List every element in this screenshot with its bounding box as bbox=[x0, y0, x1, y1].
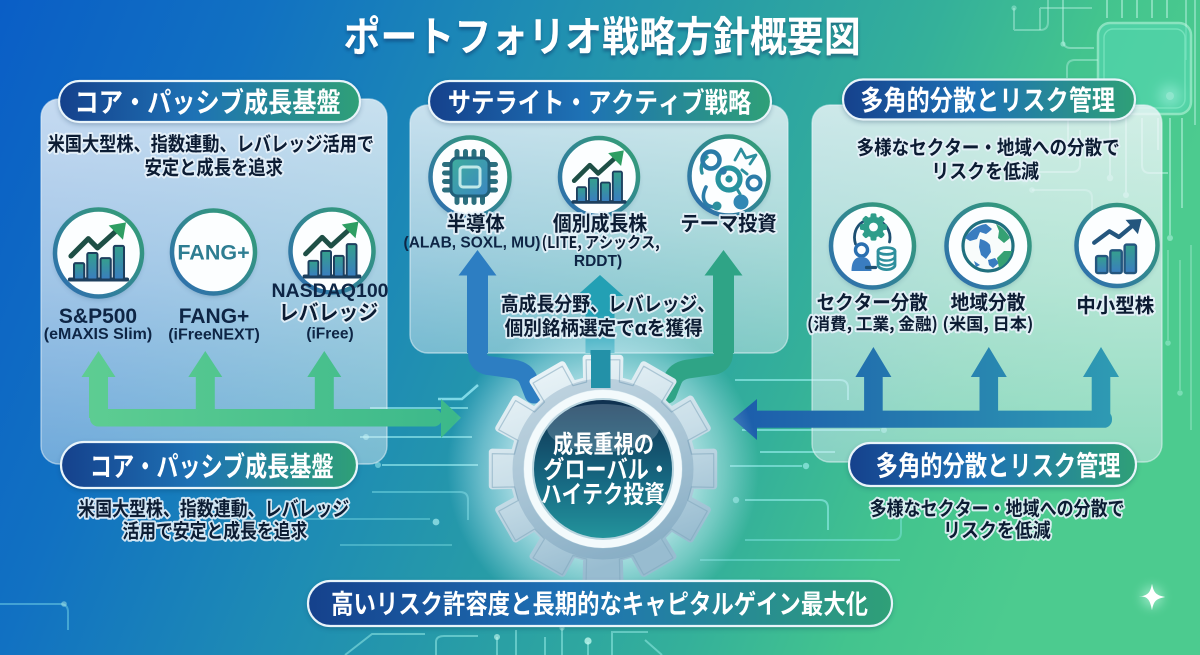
svg-text:(iFreeNEXT): (iFreeNEXT) bbox=[168, 326, 260, 343]
svg-text:(ALAB, SOXL, MU): (ALAB, SOXL, MU) bbox=[404, 235, 541, 252]
svg-text:(iFree): (iFree) bbox=[306, 326, 353, 343]
svg-text:(eMAXIS Slim): (eMAXIS Slim) bbox=[44, 326, 152, 343]
svg-text:S&P500: S&P500 bbox=[59, 305, 137, 328]
svg-text:NASDAQ100: NASDAQ100 bbox=[271, 280, 388, 302]
svg-text:FANG+: FANG+ bbox=[177, 241, 249, 265]
svg-text:FANG+: FANG+ bbox=[179, 305, 250, 328]
svg-text:RDDT): RDDT) bbox=[574, 253, 622, 270]
